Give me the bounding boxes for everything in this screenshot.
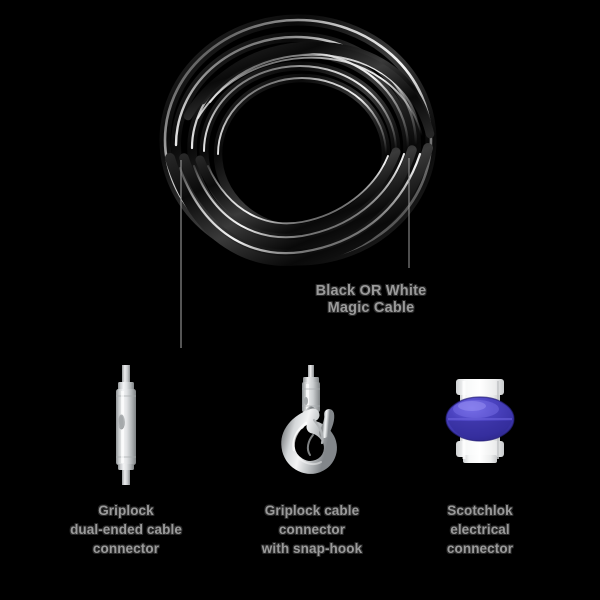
cable-label-line-2: Magic Cable — [327, 300, 415, 316]
caption-line-1: Griplock cable — [264, 503, 360, 518]
caption-scotchlok: Scotchlok electrical connector — [385, 501, 575, 558]
cylindrical-cable-connector-icon — [116, 365, 136, 485]
caption-line-1: Scotchlok — [447, 503, 513, 518]
product-griplock-cable-connector-with-snap-hook: Griplock cable connector with snap-hook — [217, 365, 407, 558]
product-image-griplock-dual — [31, 365, 221, 485]
caption-line-3: with snap-hook — [261, 541, 363, 556]
cable-label: Black OR White Magic Cable — [286, 283, 456, 317]
caption-griplock-dual: Griplock dual-ended cable connector — [31, 501, 221, 558]
scotchlok-electrical-connector-icon — [445, 379, 515, 463]
caption-line-2: dual-ended cable — [70, 522, 182, 537]
product-scotchlok-electrical-connector: Scotchlok electrical connector — [385, 365, 575, 558]
product-image-scotchlok — [385, 365, 575, 485]
caption-line-1: Griplock — [98, 503, 154, 518]
product-image-griplock-hook — [217, 365, 407, 485]
caption-line-2: connector — [278, 522, 346, 537]
snap-hook-connector-icon — [281, 365, 337, 474]
caption-line-3: connector — [92, 541, 160, 556]
caption-line-3: connector — [446, 541, 514, 556]
product-griplock-dual-ended-cable-connector: Griplock dual-ended cable connector — [31, 365, 221, 558]
caption-griplock-hook: Griplock cable connector with snap-hook — [217, 501, 407, 558]
magic-cable-illustration — [150, 8, 450, 358]
cable-label-line-1: Black OR White — [315, 283, 427, 299]
caption-line-2: electrical — [450, 522, 510, 537]
coiled-cable-icon — [159, 14, 437, 350]
